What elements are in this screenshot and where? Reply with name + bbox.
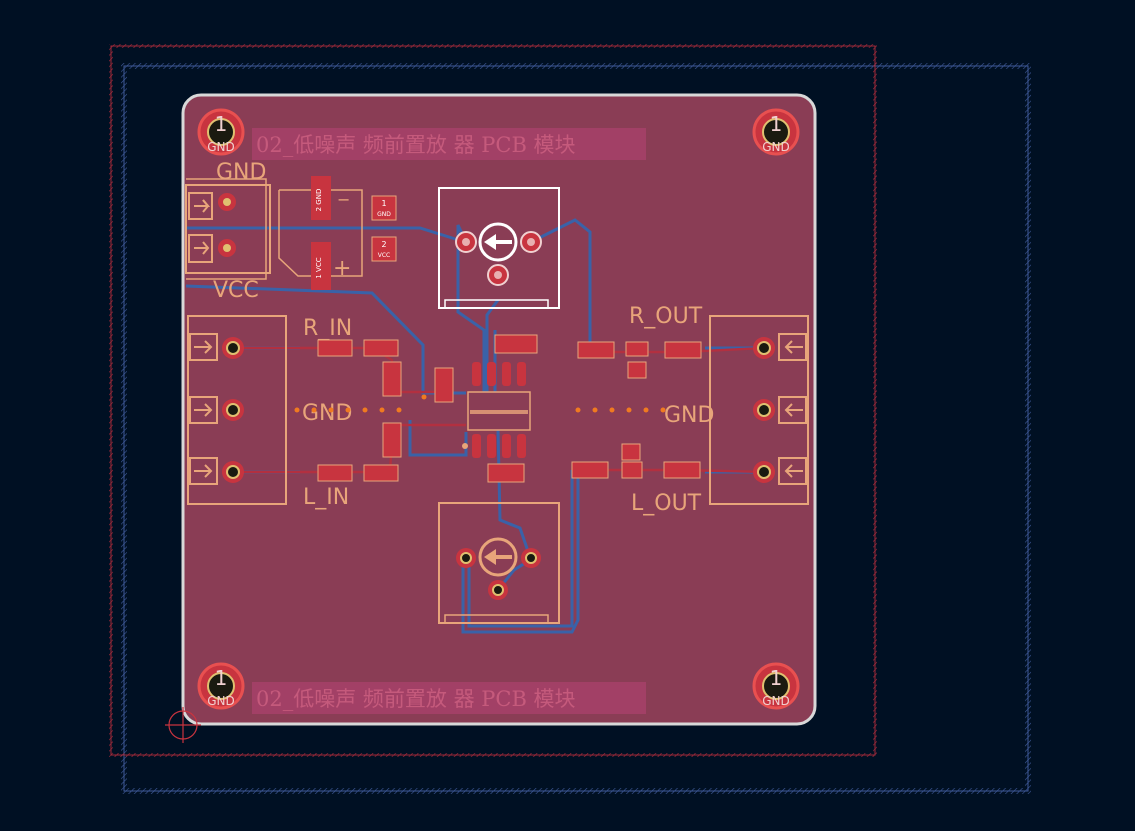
mounting-hole-top-right[interactable]: 1 GND <box>752 108 800 156</box>
svg-text:GND: GND <box>207 140 235 154</box>
svg-text:−: − <box>337 190 350 209</box>
l-in-label: L_IN <box>303 485 349 510</box>
output-pads[interactable] <box>753 337 775 483</box>
vcc-power-label: VCC <box>213 278 259 303</box>
mounting-hole-top-left[interactable]: 1 GND <box>197 108 245 156</box>
potentiometer-bottom[interactable] <box>438 502 560 624</box>
output-connector[interactable] <box>709 315 809 505</box>
cap-pads[interactable]: 2 GND 1 VCC <box>311 176 331 290</box>
gnd-in-label: GND <box>302 401 352 426</box>
svg-text:2 GND: 2 GND <box>315 189 323 212</box>
smd-power-pads[interactable]: 1 GND 2 VCC <box>371 195 397 262</box>
svg-text:GND: GND <box>762 140 790 154</box>
l-out-label: L_OUT <box>631 491 702 516</box>
potentiometer-top[interactable] <box>438 187 560 309</box>
mounting-hole-bottom-right[interactable]: 1 GND <box>752 662 800 710</box>
mounting-hole-bottom-left[interactable]: 1 GND <box>197 662 245 710</box>
svg-text:VCC: VCC <box>378 252 390 259</box>
origin-crosshair-icon <box>165 707 201 743</box>
r-in-label: R_IN <box>303 316 352 341</box>
svg-text:GND: GND <box>762 694 790 708</box>
svg-text:+: + <box>333 256 351 281</box>
svg-text:2: 2 <box>381 240 386 249</box>
input-pads[interactable] <box>222 337 244 483</box>
gnd-out-label: GND <box>664 403 714 428</box>
title-band-bottom: 02_低噪声 频前置放 器 PCB 模块 <box>252 682 646 714</box>
svg-text:1: 1 <box>770 666 783 690</box>
r-out-label: R_OUT <box>629 304 703 329</box>
board-title-bottom: 02_低噪声 频前置放 器 PCB 模块 <box>256 687 576 711</box>
courtyard-frames <box>109 44 1031 794</box>
svg-text:1: 1 <box>215 112 228 136</box>
input-connector[interactable] <box>187 315 287 505</box>
svg-text:1: 1 <box>381 199 386 208</box>
ic-opamp[interactable] <box>462 362 531 458</box>
svg-text:1: 1 <box>770 112 783 136</box>
svg-text:GND: GND <box>207 694 235 708</box>
svg-text:1 VCC: 1 VCC <box>315 257 323 278</box>
board-title-top: 02_低噪声 频前置放 器 PCB 模块 <box>256 133 576 157</box>
gnd-power-label: GND <box>216 160 266 185</box>
power-connector[interactable] <box>185 178 271 280</box>
gnd-vias <box>294 394 666 413</box>
svg-text:1: 1 <box>215 666 228 690</box>
title-band-top: 02_低噪声 频前置放 器 PCB 模块 <box>252 128 646 160</box>
smd-components[interactable] <box>317 334 702 483</box>
svg-text:GND: GND <box>377 211 391 218</box>
board-outline[interactable] <box>181 93 817 726</box>
power-pads[interactable] <box>218 193 236 257</box>
